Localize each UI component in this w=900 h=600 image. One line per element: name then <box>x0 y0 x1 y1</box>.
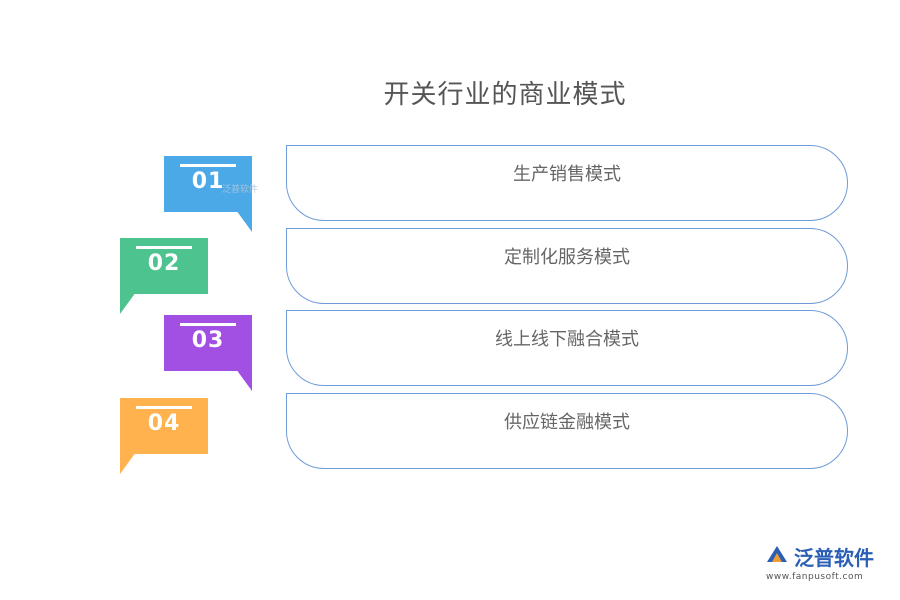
badge-bar <box>136 406 192 409</box>
number-badge-01: 01 <box>164 156 252 232</box>
number-badge-03: 03 <box>164 315 252 391</box>
model-box-3: 线上线下融合模式 <box>286 310 848 386</box>
badge-bar <box>136 246 192 249</box>
logo-brand-text: 泛普软件 <box>794 546 874 570</box>
model-box-1: 生产销售模式 <box>286 145 848 221</box>
brand-logo: 泛普软件 www.fanpusoft.com <box>760 538 890 588</box>
logo-url-text: www.fanpusoft.com <box>766 572 864 582</box>
badge-number: 02 <box>147 251 181 276</box>
badge-number: 01 <box>191 169 225 194</box>
logo-mark-icon <box>767 546 787 562</box>
model-box-2: 定制化服务模式 <box>286 228 848 304</box>
model-label: 定制化服务模式 <box>504 247 630 268</box>
model-label: 线上线下融合模式 <box>495 329 639 350</box>
badge-bar <box>180 164 236 167</box>
watermark-text: 泛普软件 <box>222 185 259 195</box>
model-box-4: 供应链金融模式 <box>286 393 848 469</box>
badge-bar <box>180 323 236 326</box>
badge-number: 04 <box>147 411 181 436</box>
number-badge-02: 02 <box>120 238 208 314</box>
diagram-title: 开关行业的商业模式 <box>383 80 627 110</box>
badge-number: 03 <box>191 328 225 353</box>
model-label: 供应链金融模式 <box>504 412 630 433</box>
model-label: 生产销售模式 <box>513 164 621 185</box>
number-badge-04: 04 <box>120 398 208 474</box>
